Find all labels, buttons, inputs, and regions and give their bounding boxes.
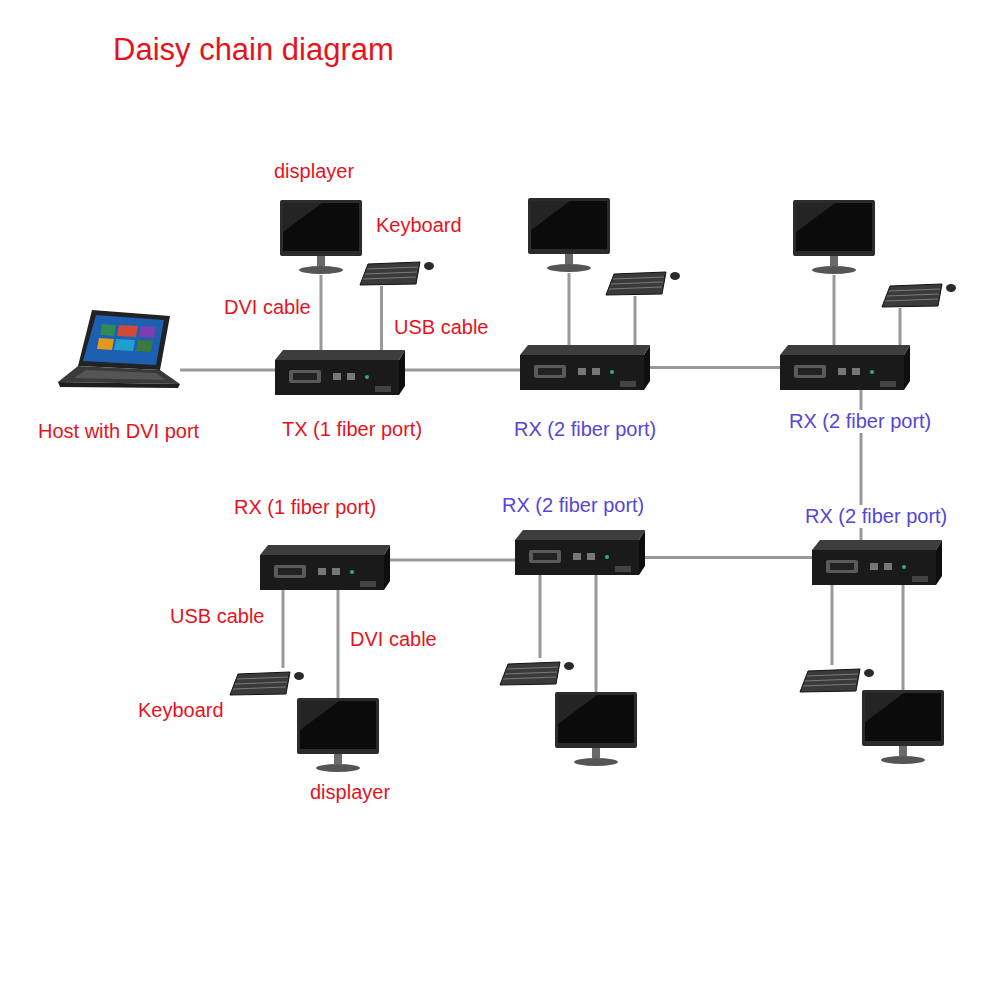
receiver-box: RX (2 fiber port) — [520, 345, 650, 390]
transmitter-box: TX (1 fiber port) — [275, 350, 405, 395]
dvi-wire — [595, 575, 598, 692]
cable-label: DVI cable — [222, 296, 313, 319]
monitor-figure — [528, 198, 610, 272]
monitor-figure — [793, 200, 875, 274]
usb-wire — [634, 296, 637, 345]
cable-line — [380, 286, 383, 350]
monitor-figure — [555, 692, 637, 766]
cable-line — [282, 590, 285, 668]
keyboard-figure — [882, 284, 956, 307]
node-label: RX (2 fiber port) — [512, 418, 658, 441]
keyboard-node: Keyboard — [228, 668, 306, 696]
cable-line — [405, 369, 520, 372]
extender-figure — [260, 545, 390, 590]
receiver-box: RX (2 fiber port) — [515, 530, 645, 575]
receiver-box: RX (1 fiber port) — [260, 545, 390, 590]
node-label: displayer — [308, 781, 392, 804]
keyboard-node: Keyboard — [358, 258, 436, 286]
extender-figure — [780, 345, 910, 390]
cable-line — [650, 366, 780, 369]
node-label: RX (2 fiber port) — [787, 410, 933, 433]
keyboard-figure — [360, 262, 434, 285]
node-label: RX (1 fiber port) — [232, 496, 378, 519]
keyboard-figure — [800, 669, 874, 692]
cable-line — [320, 275, 323, 350]
dvi-wire — [568, 273, 571, 345]
keyboard-figure — [606, 272, 680, 295]
extender-figure — [515, 530, 645, 575]
laptop-figure — [58, 310, 180, 388]
node-label: RX (2 fiber port) — [803, 505, 949, 528]
dvi-wire — [833, 275, 836, 345]
keyboard-figure — [230, 672, 304, 695]
cable-label: DVI cable — [348, 628, 439, 651]
cable-label: USB cable — [168, 605, 267, 628]
cable-line — [180, 369, 275, 372]
node-label: Keyboard — [136, 699, 226, 722]
cable-line — [645, 556, 812, 559]
node-label: Keyboard — [374, 214, 464, 237]
cable-line — [390, 559, 515, 562]
usb-wire — [539, 575, 542, 658]
monitor-figure — [280, 200, 362, 274]
usb-wire — [831, 585, 834, 665]
host-laptop: Host with DVI port — [58, 310, 180, 390]
extender-figure — [275, 350, 405, 395]
peripheral-wires — [540, 273, 903, 692]
extender-figure — [812, 540, 942, 585]
node-label: TX (1 fiber port) — [280, 418, 424, 441]
monitor-figure — [862, 690, 944, 764]
receiver-box: RX (2 fiber port) — [780, 345, 910, 390]
cable-label: USB cable — [392, 316, 491, 339]
node-label: RX (2 fiber port) — [500, 494, 646, 517]
receiver-box: RX (2 fiber port) — [812, 540, 942, 585]
monitor-figure — [297, 698, 379, 772]
cable-line — [337, 590, 340, 698]
node-label: Host with DVI port — [36, 420, 201, 443]
diagram-title: Daisy chain diagram — [113, 32, 394, 68]
keyboard-figure — [500, 662, 574, 685]
usb-wire — [899, 308, 902, 345]
node-label: displayer — [272, 160, 356, 183]
monitor-node: displayer — [280, 200, 362, 275]
monitor-node: displayer — [297, 698, 379, 773]
dvi-wire — [902, 585, 905, 690]
extender-figure — [520, 345, 650, 390]
